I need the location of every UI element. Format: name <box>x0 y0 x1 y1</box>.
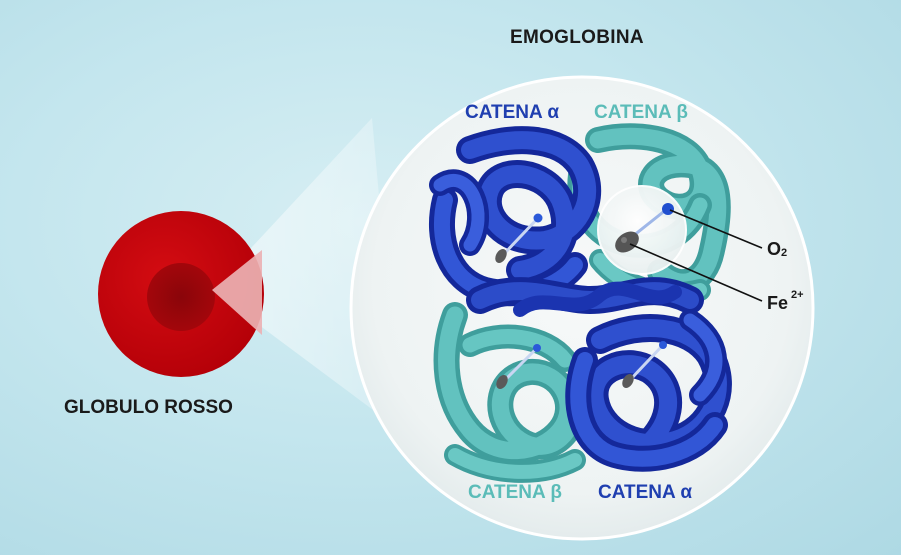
page-title: EMOGLOBINA <box>510 27 644 48</box>
heme-group-icon <box>495 213 667 389</box>
oxygen-symbol: O <box>767 239 782 259</box>
chain-label-alpha-bottom: CATENA α <box>598 482 693 503</box>
oxygen-molecule-icon <box>597 185 687 275</box>
oxygen-label: O2 <box>767 240 787 259</box>
chain-label-beta-top: CATENA β <box>594 102 688 123</box>
chain-label-beta-bottom: CATENA β <box>468 482 562 503</box>
iron-callout-line <box>629 243 763 302</box>
chain-label-alpha-top: CATENA α <box>465 102 560 123</box>
iron-superscript: 2+ <box>791 289 804 301</box>
alpha-chain-bottom <box>565 309 732 472</box>
red-blood-cell-icon <box>98 211 264 377</box>
hemoglobin-molecule-icon <box>429 123 732 483</box>
iron-symbol: Fe <box>767 293 789 313</box>
alpha-chain-top <box>429 126 704 317</box>
red-blood-cell-label: GLOBULO ROSSO <box>64 397 233 418</box>
zoom-beam <box>212 118 400 430</box>
oxygen-callout-line <box>669 209 763 249</box>
oxygen-subscript: 2 <box>781 247 788 259</box>
